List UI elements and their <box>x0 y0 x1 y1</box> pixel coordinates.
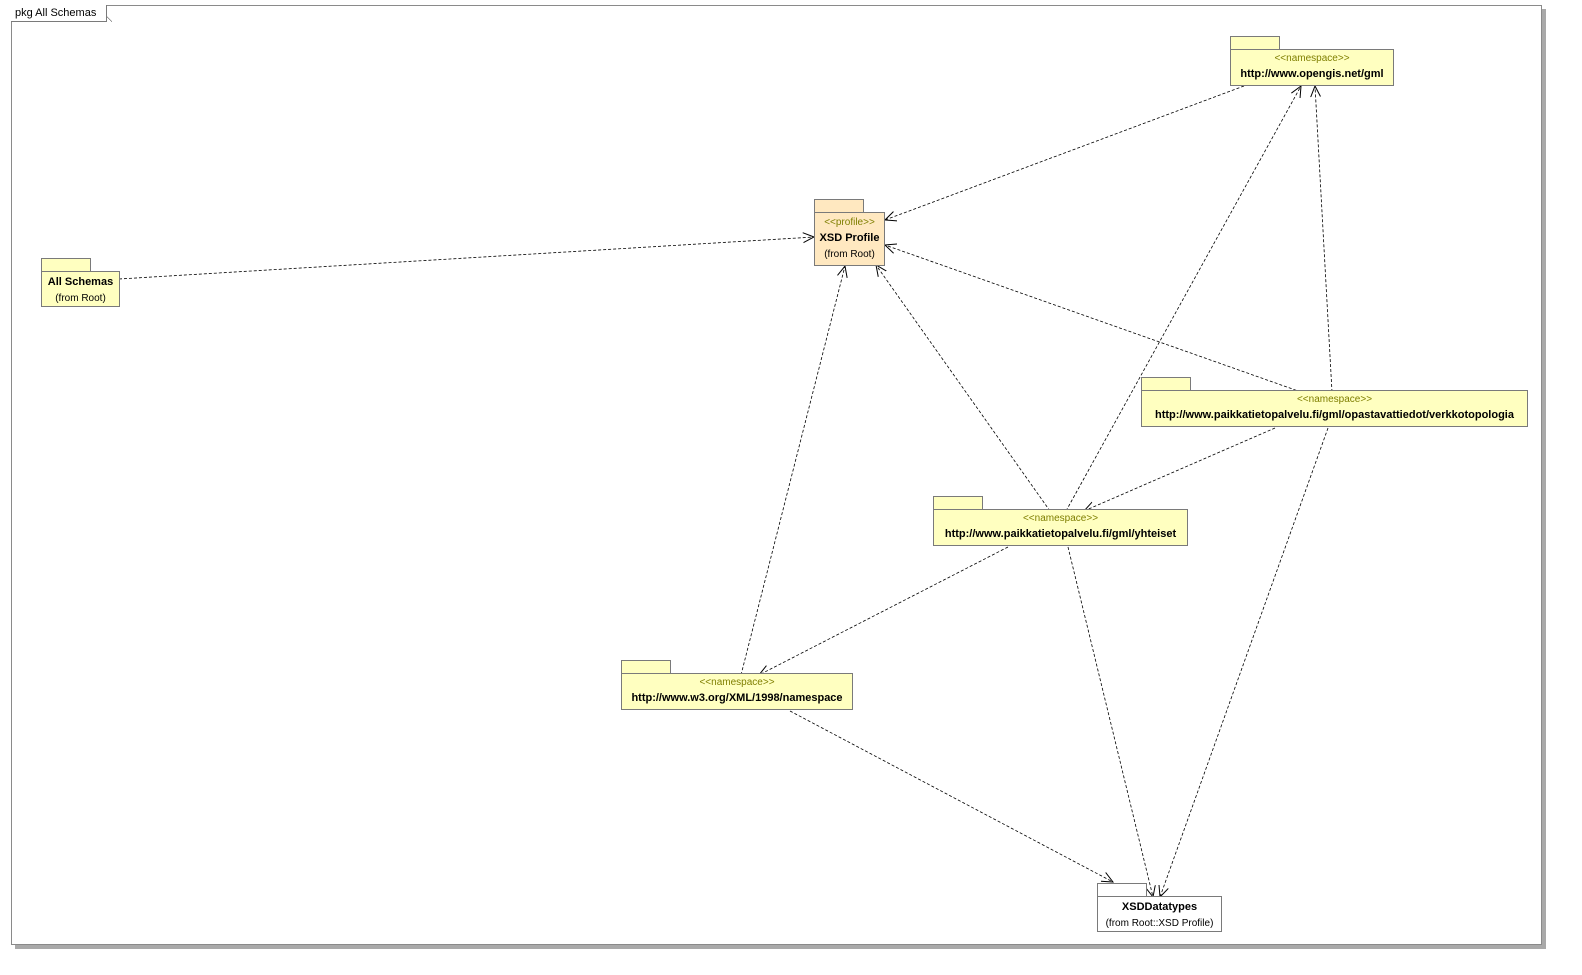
package-body: <<namespace>> http://www.paikkatietopalv… <box>1141 390 1528 427</box>
package-stereotype: <<namespace>> <box>1022 513 1099 524</box>
package-body: <<namespace>> http://www.paikkatietopalv… <box>933 509 1188 546</box>
frame-label: pkg All Schemas <box>11 5 113 22</box>
package-tab <box>1097 883 1147 897</box>
package-tab <box>41 258 91 272</box>
package-tab <box>814 199 864 213</box>
package-tab <box>933 496 983 510</box>
package-stereotype: <<namespace>> <box>1274 53 1350 64</box>
package-stereotype: <<namespace>> <box>1296 394 1373 405</box>
diagram-frame <box>11 5 1542 945</box>
dependency-w3-xml-to-xsd-datatypes[interactable] <box>789 710 1113 882</box>
package-body: <<profile>> XSD Profile (from Root) <box>814 212 885 266</box>
package-name: http://www.paikkatietopalvelu.fi/gml/opa… <box>1155 409 1514 421</box>
dependency-verkkotopologia-to-gml[interactable] <box>1315 86 1333 393</box>
package-tab <box>1230 36 1280 50</box>
package-name: All Schemas <box>47 276 114 288</box>
dependency-yhteiset-to-gml[interactable] <box>1065 86 1301 512</box>
dependency-yhteiset-to-w3-xml[interactable] <box>759 546 1009 675</box>
dependency-verkkotopologia-to-yhteiset[interactable] <box>1084 427 1276 511</box>
package-origin: (from Root) <box>824 249 875 260</box>
package-stereotype: <<namespace>> <box>699 677 775 688</box>
package-body: <<namespace>> http://www.opengis.net/gml <box>1230 49 1394 86</box>
package-tab <box>1141 377 1191 391</box>
package-name: http://www.paikkatietopalvelu.fi/gml/yht… <box>944 528 1177 540</box>
dependency-w3-xml-to-xsd-profile[interactable] <box>740 266 845 676</box>
package-stereotype: <<profile>> <box>824 217 875 228</box>
package-name: XSD Profile <box>819 232 880 244</box>
dependency-yhteiset-to-xsd-datatypes[interactable] <box>1067 546 1153 897</box>
package-tab <box>621 660 671 674</box>
dependency-verkkotopologia-to-xsd-profile[interactable] <box>885 245 1302 393</box>
package-origin: (from Root) <box>55 293 106 304</box>
dependency-all-schemas-to-xsd-profile[interactable] <box>118 237 814 280</box>
dependency-yhteiset-to-xsd-profile[interactable] <box>876 265 1051 512</box>
package-name: http://www.opengis.net/gml <box>1240 68 1384 80</box>
package-origin: (from Root::XSD Profile) <box>1105 918 1214 929</box>
package-body: <<namespace>> http://www.w3.org/XML/1998… <box>621 673 853 710</box>
package-body: XSDDatatypes (from Root::XSD Profile) <box>1097 896 1222 932</box>
dependency-verkkotopologia-to-xsd-datatypes[interactable] <box>1160 427 1329 897</box>
dependency-gml-to-xsd-profile[interactable] <box>885 85 1245 220</box>
package-body: All Schemas (from Root) <box>41 271 120 307</box>
package-name: http://www.w3.org/XML/1998/namespace <box>631 692 843 704</box>
package-name: XSDDatatypes <box>1121 901 1198 913</box>
